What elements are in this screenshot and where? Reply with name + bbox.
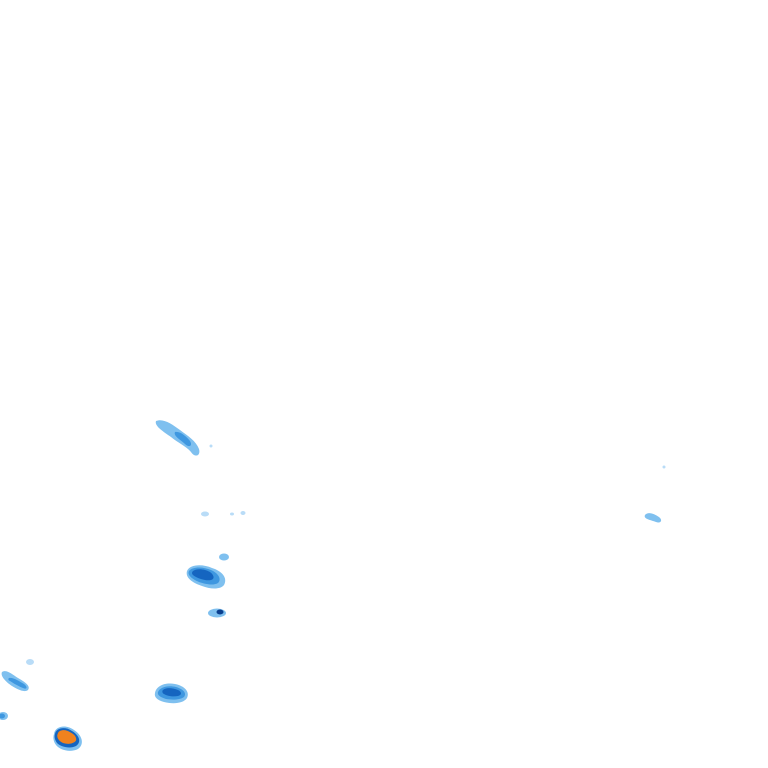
echo-speck-1 xyxy=(201,511,209,517)
echo-small-central xyxy=(208,608,226,618)
echo-cluster-lower xyxy=(154,683,188,704)
echo-cell-intense-core xyxy=(56,728,78,746)
echo-west-streak xyxy=(1,659,34,692)
echo-speck-3 xyxy=(240,511,246,515)
echo-band-upper-light xyxy=(155,420,200,456)
echo-cluster-central-core xyxy=(192,569,214,581)
echo-cluster-lower-core xyxy=(162,688,181,697)
echo-band-upper-core xyxy=(174,431,192,447)
echo-specks-mid xyxy=(201,511,246,517)
echo-cluster-central xyxy=(186,565,226,589)
echo-east-streak xyxy=(644,465,666,523)
echo-east-streak-shape xyxy=(644,513,662,523)
echo-small-north xyxy=(219,553,229,561)
echo-west-edge-core xyxy=(0,713,5,719)
echo-band-upper-dot xyxy=(209,444,213,448)
echo-speck-2 xyxy=(230,512,234,516)
echo-cell-intense xyxy=(53,726,82,751)
echo-west-speck xyxy=(26,659,34,665)
echo-east-dot xyxy=(662,465,666,469)
echo-small-north-shape xyxy=(219,553,229,561)
echo-small-central-core xyxy=(216,609,224,615)
echo-west-edge xyxy=(0,712,8,720)
echo-band-upper xyxy=(155,420,213,456)
echo-west-streak-core xyxy=(8,677,27,689)
